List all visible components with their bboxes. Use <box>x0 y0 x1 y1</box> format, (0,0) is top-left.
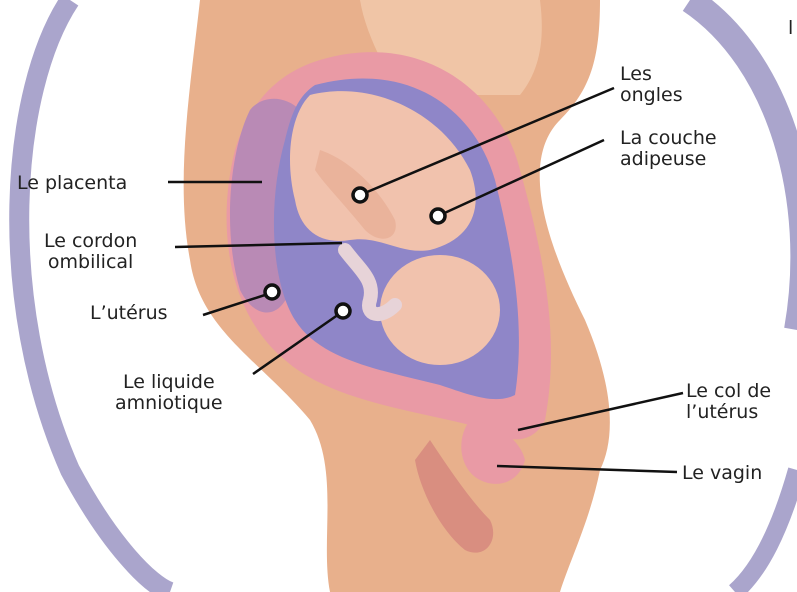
left-ring-arc <box>19 0 170 592</box>
label-liquide-amniotique: Le liquide amniotique <box>115 372 223 414</box>
ring-marker-icon <box>265 285 279 299</box>
edge-letter: l <box>788 18 793 39</box>
ring-marker-icon <box>353 188 367 202</box>
right-ring-lower-arc <box>735 470 797 592</box>
label-col-uterus: Le col de l’utérus <box>686 381 771 423</box>
label-couche-adipeuse: La couche adipeuse <box>620 128 717 170</box>
label-vagin: Le vagin <box>682 463 762 484</box>
ring-marker-icon <box>336 304 350 318</box>
ring-marker-icon <box>431 209 445 223</box>
label-uterus: L’utérus <box>90 303 168 324</box>
label-cordon-ombilical: Le cordon ombilical <box>44 231 137 273</box>
label-placenta: Le placenta <box>17 173 127 194</box>
label-les-ongles: Les ongles <box>620 64 683 106</box>
